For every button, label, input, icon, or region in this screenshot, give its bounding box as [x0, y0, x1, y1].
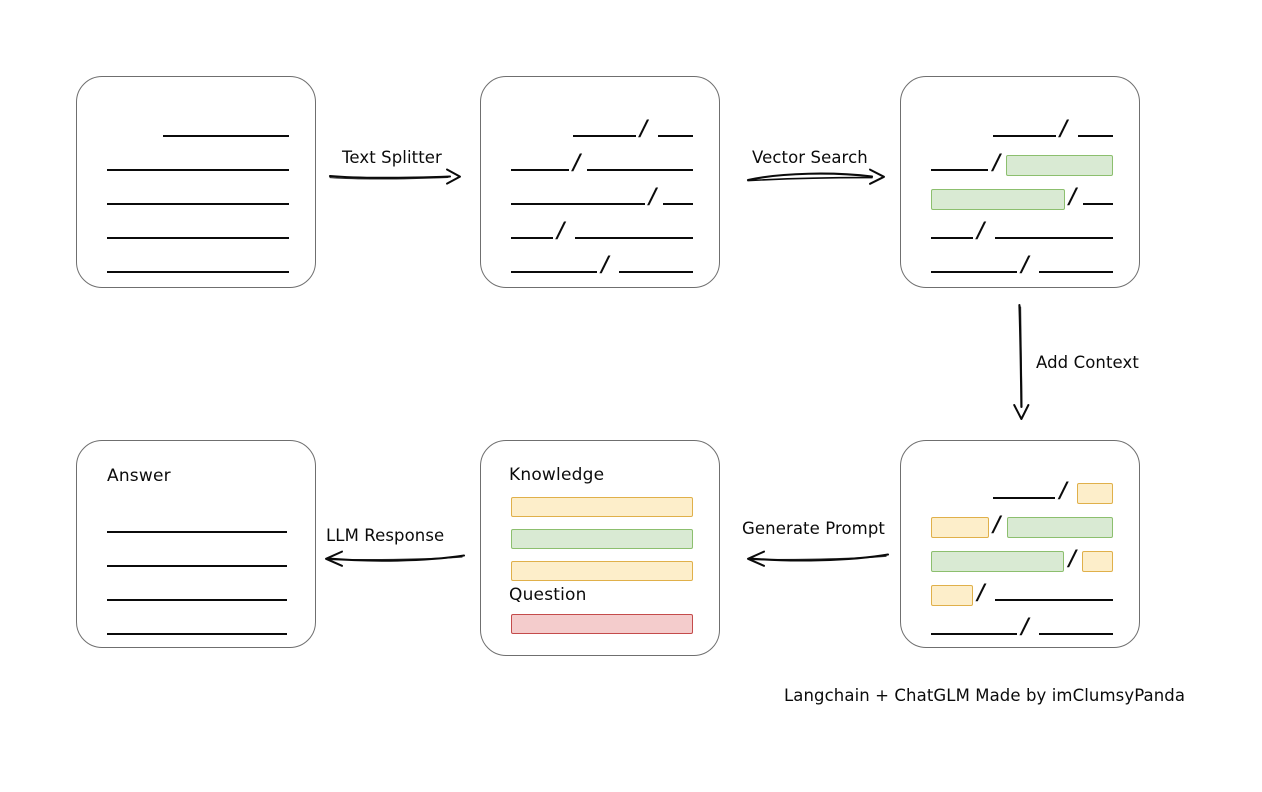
vector-results-lines: / / / /: [931, 107, 1113, 277]
slash-separator: /: [1021, 613, 1029, 638]
text-line: /: [931, 469, 1113, 504]
slash-separator: /: [556, 217, 565, 242]
text-line: [107, 243, 289, 277]
arrow-down-icon: [1013, 303, 1030, 420]
knowledge-bar[interactable]: [511, 529, 693, 549]
text-line: /: [931, 537, 1113, 572]
retrieved-chunk-highlight[interactable]: [1006, 155, 1113, 176]
slash-separator: /: [639, 115, 648, 140]
text-line: /: [931, 605, 1113, 639]
node-split-chunks[interactable]: / / / /: [480, 76, 720, 288]
text-line: [107, 209, 289, 243]
node-source-document[interactable]: [76, 76, 316, 288]
text-line: /: [931, 209, 1113, 243]
retrieved-chunk-highlight[interactable]: [1006, 517, 1113, 538]
edge-label-vector-search: Vector Search: [752, 148, 868, 167]
text-line: /: [931, 107, 1113, 141]
question-label: Question: [509, 585, 587, 605]
context-chunk-highlight[interactable]: [931, 585, 973, 606]
context-chunk-highlight[interactable]: [931, 517, 989, 538]
context-chunk-highlight[interactable]: [1082, 551, 1113, 572]
arrow-right-icon: [328, 168, 461, 185]
slash-separator: /: [1021, 251, 1029, 276]
text-line: /: [511, 243, 693, 277]
split-chunks-lines: / / / /: [511, 107, 693, 277]
knowledge-bar[interactable]: [511, 497, 693, 517]
text-line: /: [511, 141, 693, 175]
context-chunk-highlight[interactable]: [1077, 483, 1113, 504]
slash-separator: /: [601, 251, 609, 276]
question-bar[interactable]: [511, 614, 693, 634]
text-line: [107, 107, 289, 141]
slash-separator: /: [992, 149, 1001, 174]
arrow-right-icon: [746, 168, 885, 185]
node-vector-search-results[interactable]: / / / /: [900, 76, 1140, 288]
edge-generate-prompt: [740, 548, 890, 570]
slash-separator: /: [992, 511, 1001, 536]
node-answer-document[interactable]: Answer: [76, 440, 316, 648]
text-line: [107, 503, 289, 537]
slash-separator: /: [1068, 183, 1077, 208]
slash-separator: /: [977, 579, 985, 604]
text-line: /: [931, 503, 1113, 538]
slash-separator: /: [1059, 115, 1068, 140]
arrow-left-icon: [747, 550, 890, 567]
knowledge-bar[interactable]: [511, 561, 693, 581]
context-added-lines: / / / /: [931, 469, 1113, 639]
text-line: [107, 175, 289, 209]
slash-separator: /: [572, 149, 581, 174]
text-line: [107, 605, 289, 639]
answer-lines: [107, 503, 289, 639]
arrow-left-icon: [325, 550, 466, 567]
retrieved-chunk-highlight[interactable]: [931, 551, 1065, 572]
edge-text-splitter: [328, 166, 464, 188]
text-line: /: [931, 571, 1113, 606]
source-document-lines: [107, 107, 289, 277]
slash-separator: /: [648, 183, 657, 208]
text-line: [107, 141, 289, 175]
retrieved-chunk-highlight[interactable]: [931, 189, 1065, 210]
edge-label-text-splitter: Text Splitter: [342, 148, 442, 167]
text-line: /: [931, 175, 1113, 210]
text-line: /: [511, 175, 693, 209]
edge-label-add-context: Add Context: [1036, 353, 1139, 372]
slash-separator: /: [1068, 545, 1077, 570]
answer-label: Answer: [107, 466, 171, 486]
text-line: /: [931, 141, 1113, 176]
text-line: [107, 537, 289, 571]
text-line: /: [511, 107, 693, 141]
footer-credit: Langchain + ChatGLM Made by imClumsyPand…: [784, 686, 1186, 705]
edge-llm-response: [318, 548, 466, 570]
text-line: [107, 571, 289, 605]
node-generated-prompt[interactable]: Knowledge Question: [480, 440, 720, 656]
text-line: /: [511, 209, 693, 243]
edge-vector-search: [746, 166, 888, 188]
edge-add-context: [1010, 303, 1034, 423]
text-line: /: [931, 243, 1113, 277]
slash-separator: /: [1059, 477, 1068, 502]
node-context-added-chunks[interactable]: / / / /: [900, 440, 1140, 648]
knowledge-label: Knowledge: [509, 465, 605, 485]
edge-label-generate-prompt: Generate Prompt: [742, 519, 885, 538]
edge-label-llm-response: LLM Response: [326, 526, 445, 545]
slash-separator: /: [976, 217, 985, 242]
